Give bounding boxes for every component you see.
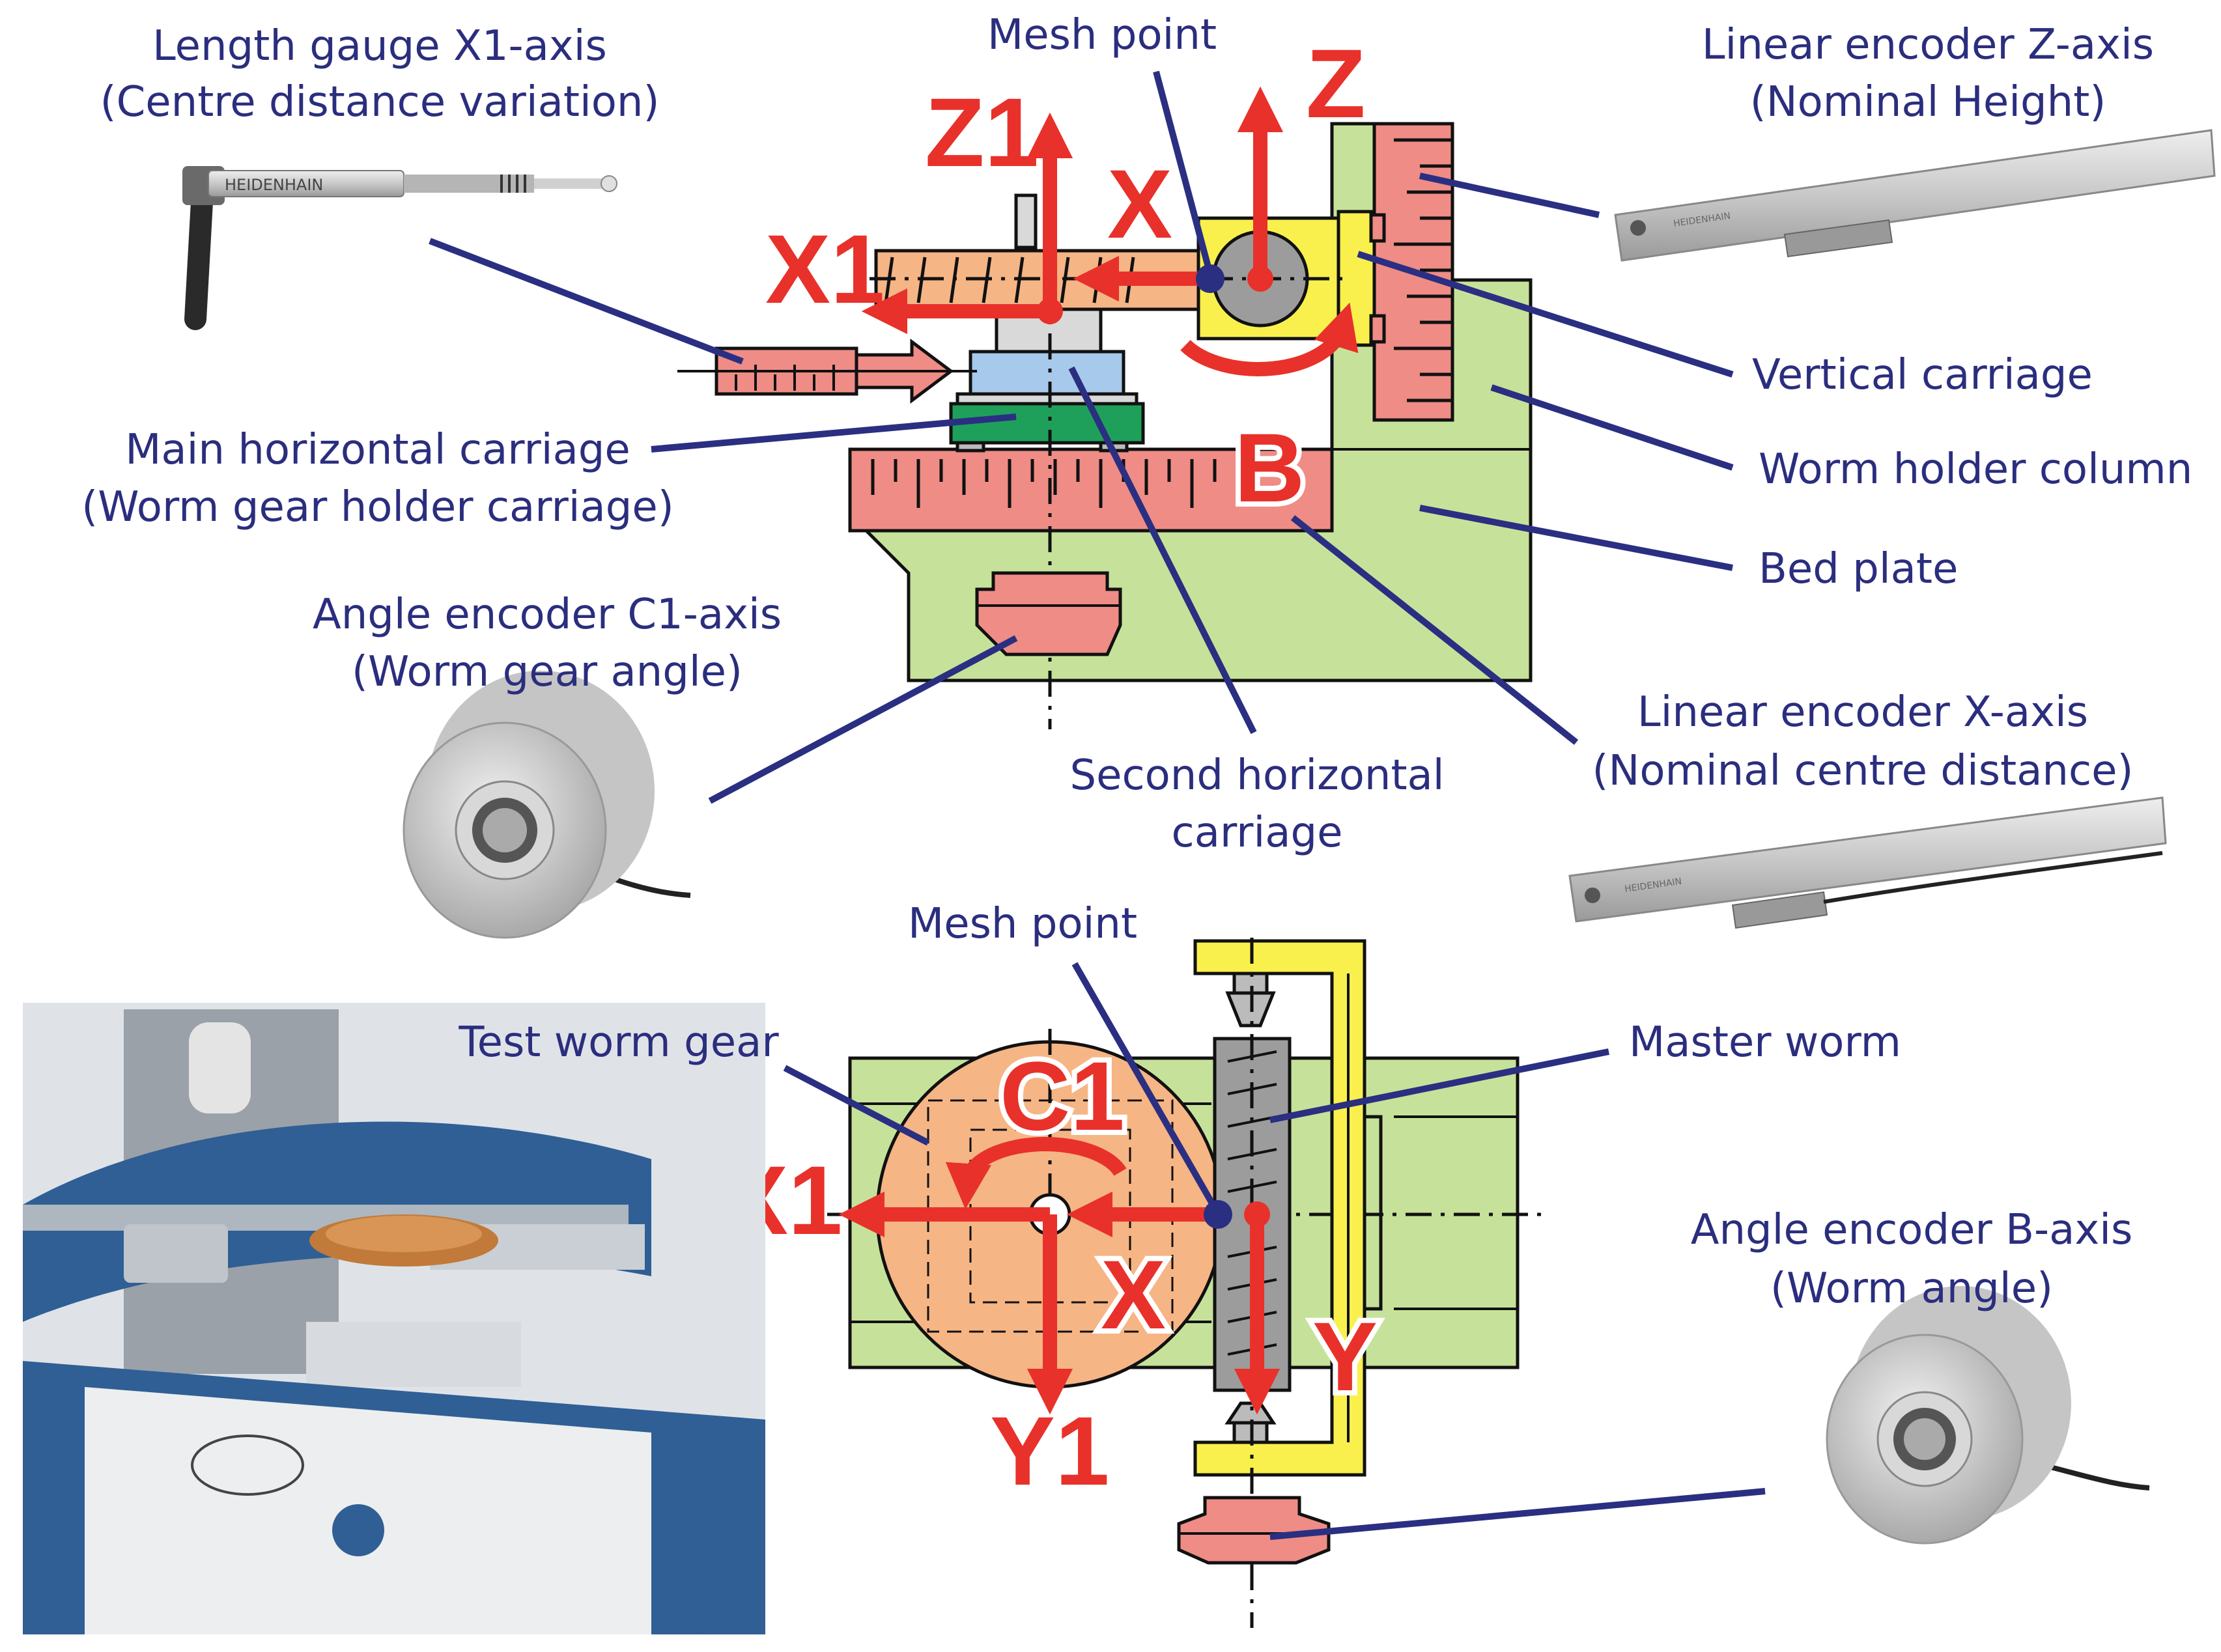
label-master-worm: Master worm [1629,1018,1901,1067]
label-linear-x-sub: (Nominal centre distance) [1592,747,2133,795]
side-view: Z1 Z X X1 B [677,29,1533,729]
label-vertical-carriage: Vertical carriage [1752,351,2093,399]
label-linear-z-title: Linear encoder Z-axis [1702,21,2154,69]
x-scale [848,447,1334,533]
label-second-carriage-2: carriage [1172,809,1343,857]
label-mesh-point-bottom: Mesh point [908,900,1137,948]
axis-y1: Y1 [990,1396,1109,1505]
label-bed-plate: Bed plate [1759,545,1958,593]
main-carriage-shape [949,402,1145,445]
label-mesh-point-top: Mesh point [987,11,1217,59]
label-main-carriage-sub: (Worm gear holder carriage) [81,483,673,531]
x-scale-ticks [871,459,1239,508]
axis-z: Z [1306,29,1366,138]
axis-b: B [1234,413,1305,522]
axis-z1: Z1 [925,77,1039,187]
label-angle-b-title: Angle encoder B-axis [1691,1206,2133,1254]
linear-encoder-z-photo: HEIDENHAIN [1614,129,2216,262]
angle-encoder-b-photo [1826,1286,2150,1545]
leader-lines [429,70,1766,1540]
c1-encoder-diagram [975,571,1122,656]
label-second-carriage-1: Second horizontal [1069,751,1444,800]
labels: Length gauge X1-axis (Centre distance va… [81,11,2192,1313]
label-linear-x-title: Linear encoder X-axis [1637,688,2088,736]
axis-c1: C1 [1000,1041,1125,1151]
gauge-brand-text: HEIDENHAIN [225,176,323,194]
z-scale-ticks [1394,138,1452,402]
label-test-worm-gear: Test worm gear [458,1018,779,1067]
spindle-column [1014,193,1038,249]
angle-encoder-c1-photo [403,671,691,939]
axis-y: Y [1312,1302,1378,1411]
machine-photo [23,1003,765,1634]
label-length-gauge-sub: (Centre distance variation) [100,78,660,126]
label-angle-b-sub: (Worm angle) [1770,1265,2053,1313]
plan-view: C1 X1 X Y Y1 [723,938,1544,1628]
second-carriage-shape [969,350,1125,396]
b-encoder-diagram [1177,1496,1331,1565]
label-angle-c1-title: Angle encoder C1-axis [313,591,782,639]
mesh-point-marker-top [1196,264,1224,293]
linear-encoder-x-photo: HEIDENHAIN [1568,796,2167,929]
length-gauge-photo: HEIDENHAIN [182,166,617,330]
label-angle-c1-sub: (Worm gear angle) [352,648,743,696]
axis-x-top: X [1107,149,1172,259]
axis-x-bottom: X [1101,1240,1166,1349]
label-linear-z-sub: (Nominal Height) [1750,78,2106,126]
axis-x1-top: X1 [765,214,884,324]
label-main-carriage-title: Main horizontal carriage [125,426,630,474]
label-length-gauge-title: Length gauge X1-axis [152,22,607,70]
label-worm-holder-column: Worm holder column [1759,445,2192,494]
mesh-point-marker-bottom [1204,1200,1232,1229]
